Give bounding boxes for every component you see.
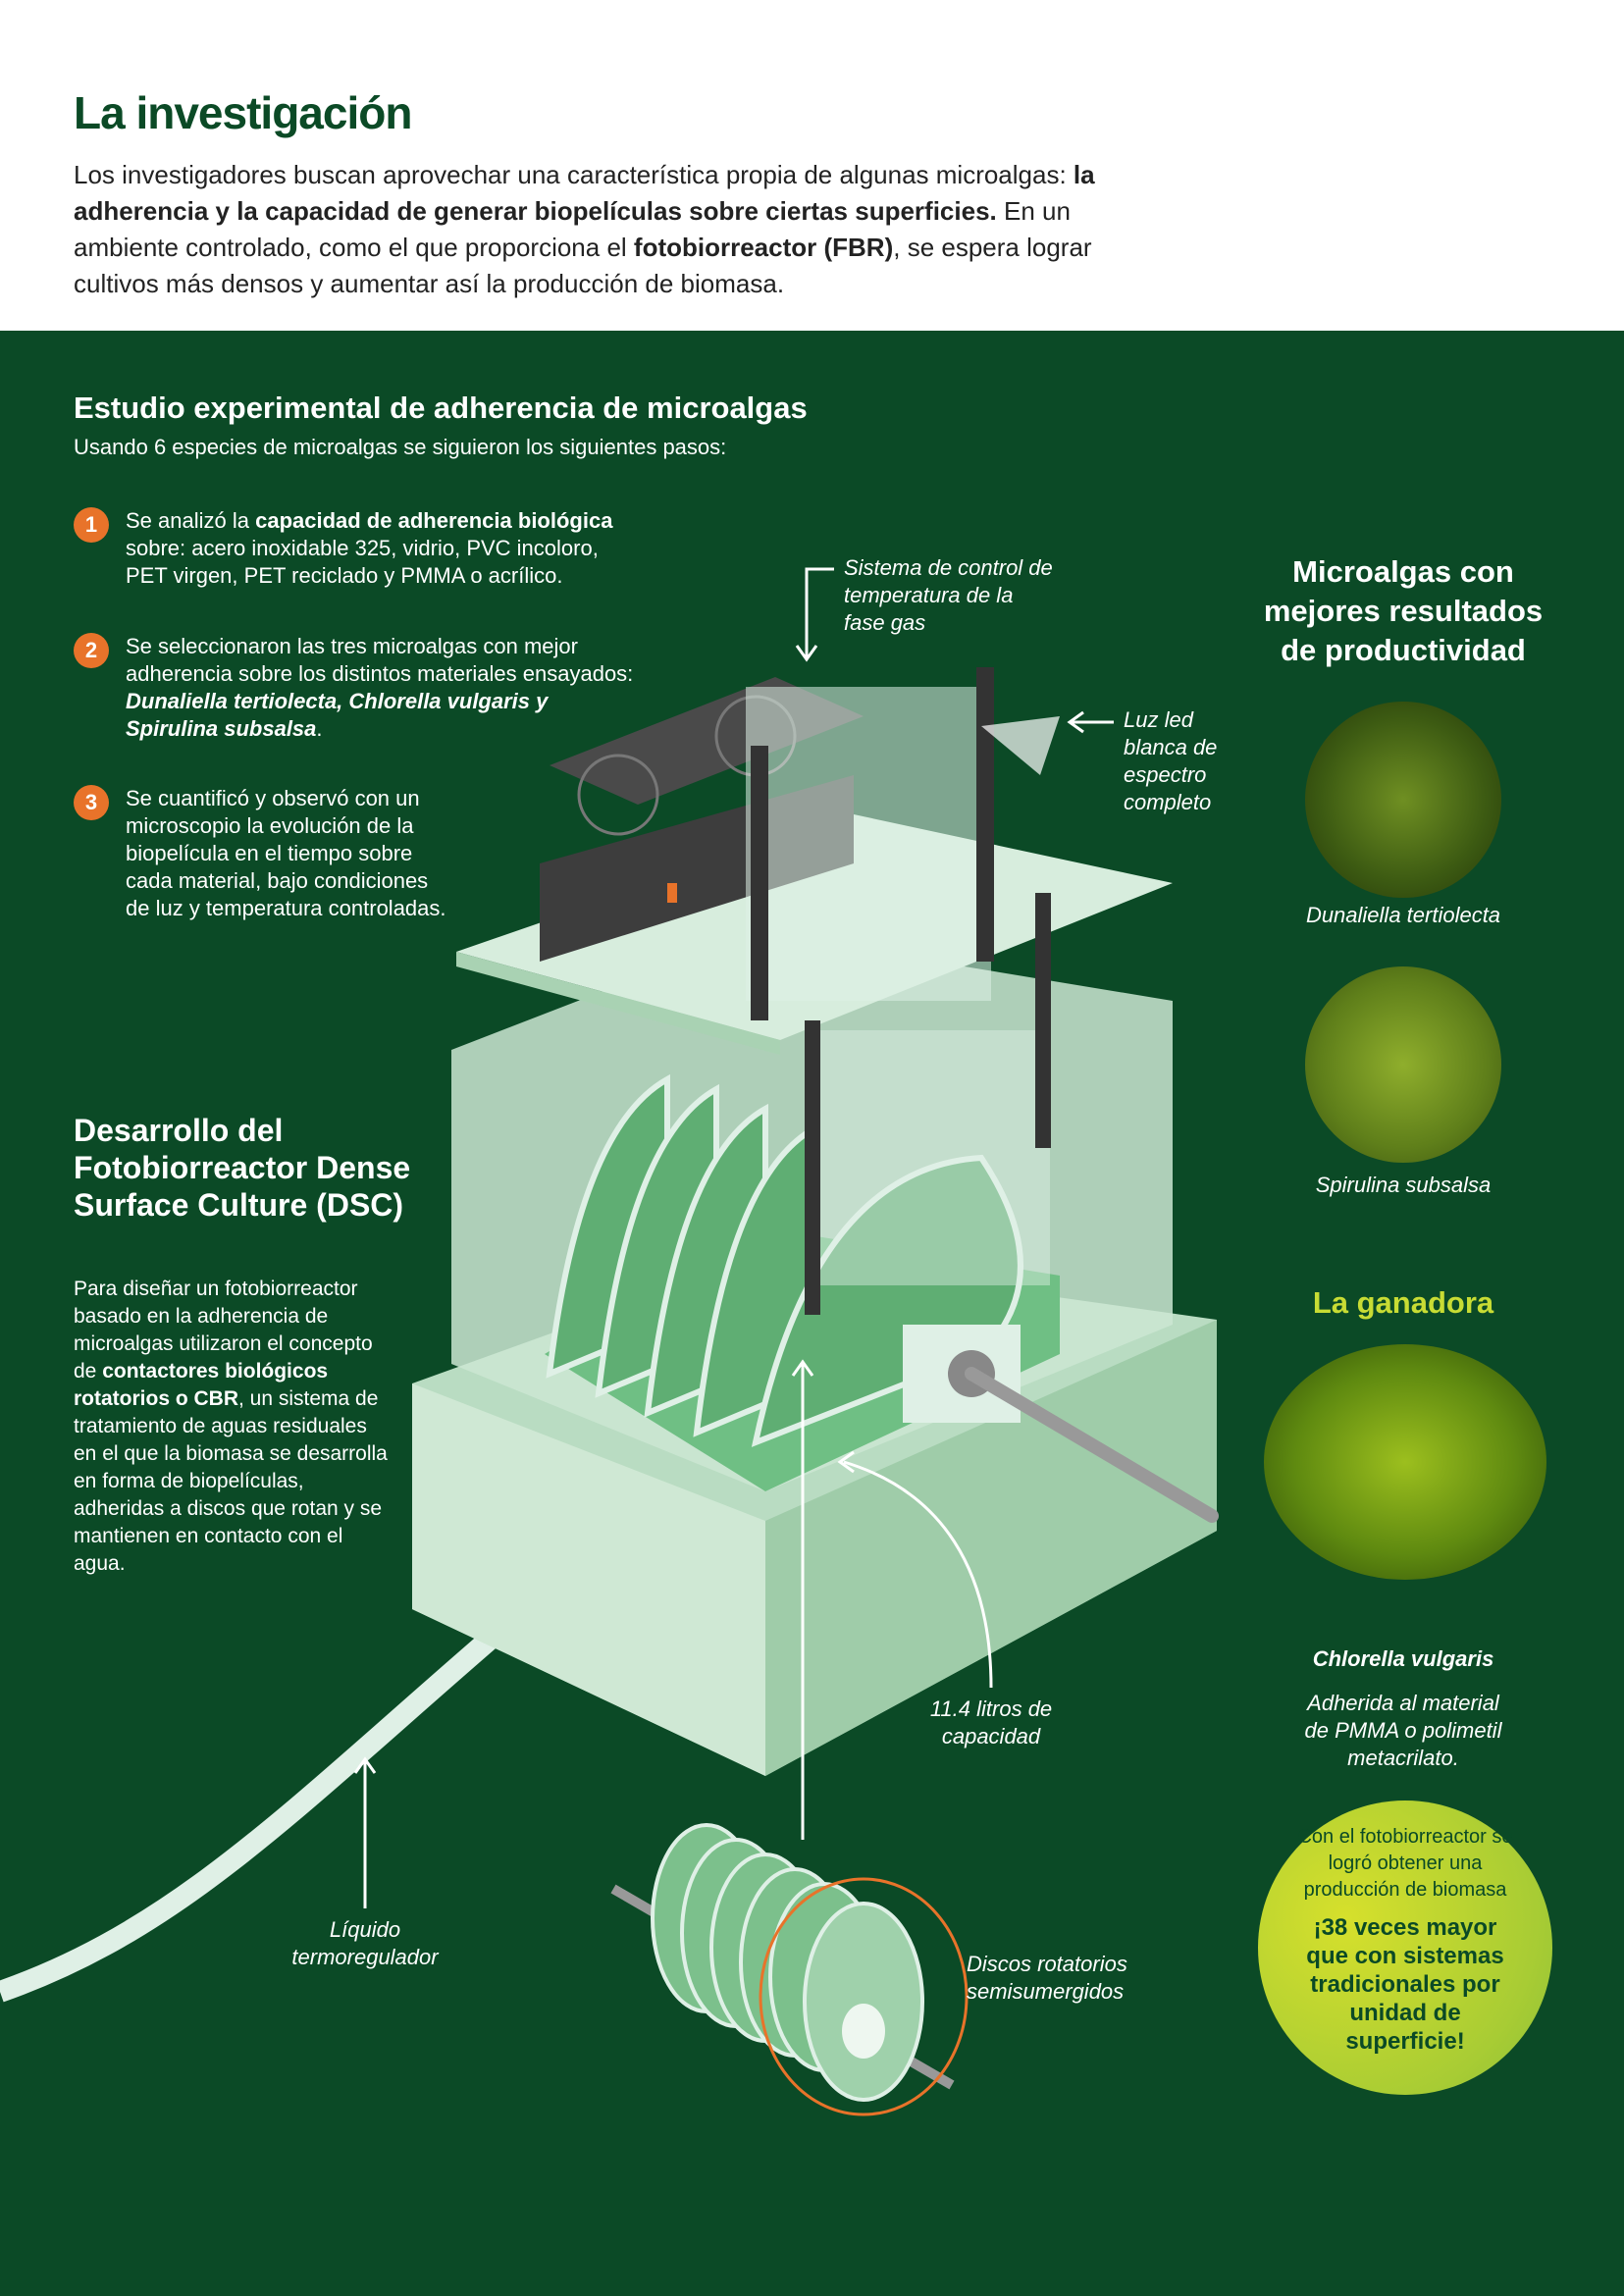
species-label: Dunaliella tertiolecta xyxy=(1305,903,1501,927)
winner-heading: La ganadora xyxy=(1312,1285,1494,1320)
spirulina-image xyxy=(1305,966,1501,1163)
shaft xyxy=(965,1367,1219,1523)
species-label: Spirulina subsalsa xyxy=(1315,1173,1492,1197)
intro-bold: la adherencia y la capacidad de generar … xyxy=(74,160,1095,226)
intro-text: En un ambiente controlado, como el que p… xyxy=(74,196,1071,262)
disc-assembly xyxy=(610,1823,969,2116)
winner-species: Chlorella vulgaris xyxy=(1312,1646,1494,1671)
page-title: La investigación xyxy=(74,87,412,138)
chlorella-image xyxy=(1264,1344,1546,1580)
intro-bold: fotobiorreactor (FBR) xyxy=(633,233,894,262)
led-light xyxy=(981,716,1060,775)
dev-text: Para diseñar un fotobiorreactor basado e… xyxy=(74,1278,373,1383)
intro-text: , se espera lograr cultivos más densos y… xyxy=(74,233,1092,298)
panel-frame xyxy=(746,687,991,1001)
development-body: Para diseñar un fotobiorreactor basado e… xyxy=(74,1276,388,1578)
step-1: 1 Se analizó la capacidad de adherencia b… xyxy=(74,507,643,590)
label-capacity: 11.4 litros de capacidad xyxy=(929,1696,1053,1748)
highlight-claim: ¡38 veces mayor que con sistemas tradici… xyxy=(1306,1914,1504,2055)
step-number: 3 xyxy=(74,785,109,820)
intro-section: La investigación Los investigadores busc… xyxy=(0,0,1624,331)
step-text: Se cuantificó y observó con un microscop… xyxy=(126,786,446,920)
highlight-intro: Con el fotobiorreactor se logró obtener … xyxy=(1297,1826,1513,1901)
study-subtitle: Usando 6 especies de microalgas se sigui… xyxy=(74,435,727,459)
step-text: Se analizó la xyxy=(126,508,256,533)
label-discs: Discos rotatorios semisumergidos xyxy=(967,1952,1127,2004)
step-bold: capacidad de adherencia biológica xyxy=(255,508,613,533)
label-liquid: Líquido termoregulador xyxy=(291,1917,439,1969)
label-temperature-control: Sistema de control de temperatura de la … xyxy=(844,555,1053,635)
callout-arrows xyxy=(353,567,1114,1908)
development-title: Desarrollo del Fotobiorreactor Dense Sur… xyxy=(74,1113,411,1223)
photobioreactor-illustration xyxy=(0,567,1219,2116)
step-text: sobre: acero inoxidable 325, vidrio, PVC… xyxy=(126,536,599,588)
step-bold: Dunaliella tertiolecta, Chlorella vulgar… xyxy=(126,689,549,741)
study-title: Estudio experimental de adherencia de mi… xyxy=(74,391,808,425)
tube xyxy=(0,1571,567,2003)
highlight-circle: Con el fotobiorreactor se logró obtener … xyxy=(1258,1800,1552,2095)
step-number: 2 xyxy=(74,633,109,668)
step-text: . xyxy=(316,716,323,741)
step-2: 2 Se seleccionaron las tres microalgas co… xyxy=(74,633,643,743)
winner-note: Adherida al material de PMMA o polimetil… xyxy=(1304,1691,1502,1770)
fan-icon xyxy=(577,754,659,836)
dev-bold: contactores biológicos rotatorios o CBR xyxy=(74,1360,329,1410)
results-title: Microalgas con mejores resultados de pro… xyxy=(1263,554,1544,667)
dunaliella-image xyxy=(1305,702,1501,898)
dev-text: , un sistema de tratamiento de aguas res… xyxy=(74,1387,388,1575)
step-number: 1 xyxy=(74,507,109,543)
step-text: Se seleccionaron las tres microalgas con… xyxy=(126,634,634,686)
label-led-light: Luz led blanca de espectro completo xyxy=(1124,707,1218,814)
step-3: 3 Se cuantificó y observó con un microsco… xyxy=(74,785,446,922)
intro-paragraph: Los investigadores buscan aprovechar una… xyxy=(74,157,1143,302)
intro-text: Los investigadores buscan aprovechar una… xyxy=(74,160,1074,189)
discs xyxy=(546,1073,1023,1447)
